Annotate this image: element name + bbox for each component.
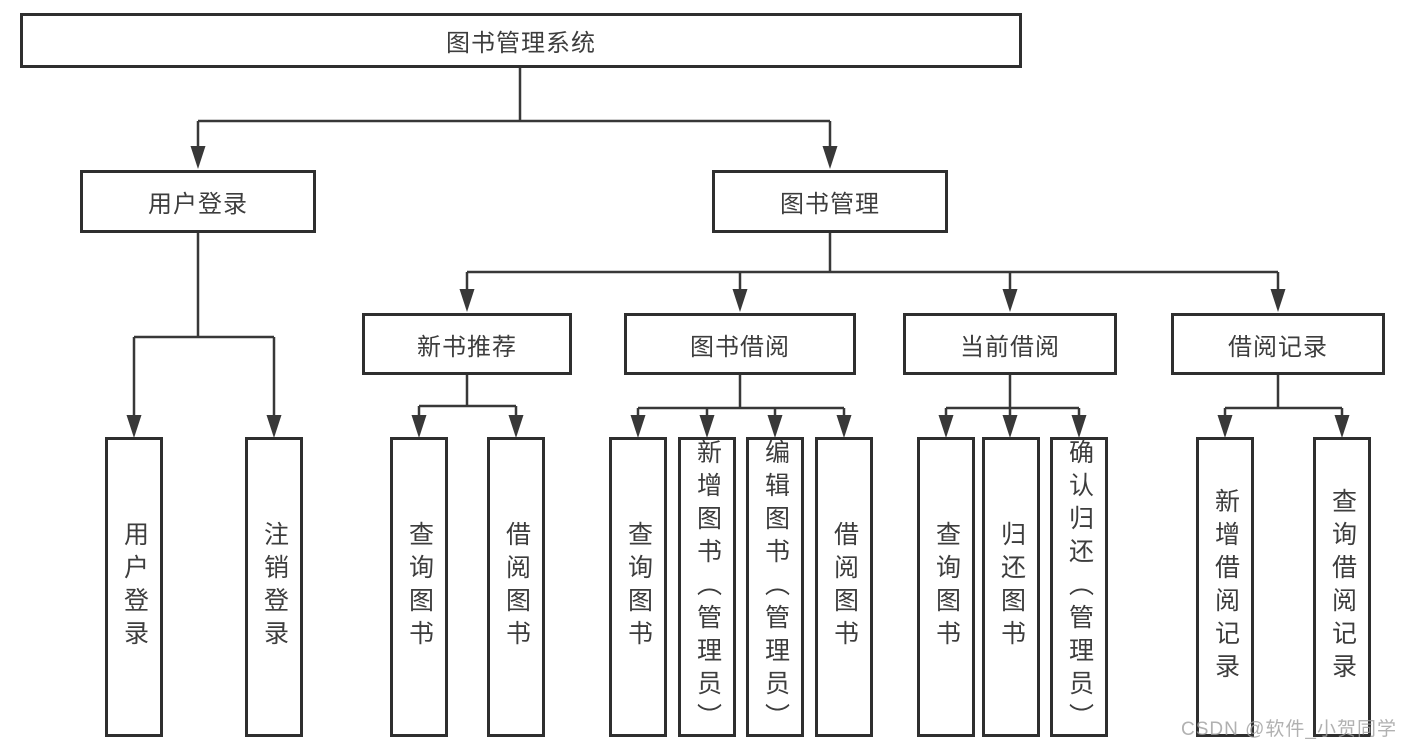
node-book-borrowing: 图书借阅: [624, 313, 856, 375]
leaf-logout: 注销登录: [245, 437, 303, 737]
node-borrowing-records: 借阅记录: [1171, 313, 1385, 375]
node-new-book-recommend: 新书推荐: [362, 313, 572, 375]
leaf-confirm-return-admin: 确认归还（管理员）: [1050, 437, 1108, 737]
leaf-borrow-books: 借阅图书: [815, 437, 873, 737]
connector-book-mgmt-to-level3: [459, 233, 1286, 312]
node-label: 借阅记录: [1228, 333, 1328, 361]
node-label: 查询图书: [624, 521, 653, 653]
connector-book-borrow-to-leaves: [630, 375, 852, 438]
node-label: 确认归还（管理员）: [1065, 438, 1094, 736]
node-label: 当前借阅: [960, 333, 1060, 361]
connector-current-borrow-to-leaves: [938, 375, 1087, 438]
leaf-add-borrow-record: 新增借阅记录: [1196, 437, 1254, 737]
leaf-return-books: 归还图书: [982, 437, 1040, 737]
node-label: 注销登录: [260, 521, 289, 653]
leaf-borrow-books-recommend: 借阅图书: [487, 437, 545, 737]
connector-root-to-level2: [190, 68, 838, 169]
node-user-login: 用户登录: [80, 170, 316, 233]
node-label: 新增图书（管理员）: [693, 438, 722, 736]
node-current-borrowing: 当前借阅: [903, 313, 1117, 375]
leaf-query-borrow-record: 查询借阅记录: [1313, 437, 1371, 737]
node-label: 查询图书: [932, 521, 961, 653]
leaf-user-login: 用户登录: [105, 437, 163, 737]
node-label: 借阅图书: [502, 521, 531, 653]
node-label: 用户登录: [148, 191, 248, 218]
node-library-system: 图书管理系统: [20, 13, 1022, 68]
node-label: 归还图书: [997, 521, 1026, 653]
leaf-query-books-borrow: 查询图书: [609, 437, 667, 737]
connector-new-book-rec-to-leaves: [411, 375, 524, 438]
node-label: 查询借阅记录: [1328, 488, 1357, 686]
connector-borrow-records-to-leaves: [1217, 375, 1350, 438]
leaf-query-books-current: 查询图书: [917, 437, 975, 737]
node-label: 图书管理: [780, 191, 880, 218]
node-label: 编辑图书（管理员）: [761, 438, 790, 736]
leaf-query-books-recommend: 查询图书: [390, 437, 448, 737]
node-book-management: 图书管理: [712, 170, 948, 233]
leaf-add-books-admin: 新增图书（管理员）: [678, 437, 736, 737]
node-label: 查询图书: [405, 521, 434, 653]
node-label: 图书借阅: [690, 333, 790, 361]
node-label: 新增借阅记录: [1211, 488, 1240, 686]
node-label: 用户登录: [120, 521, 149, 653]
node-label: 借阅图书: [830, 521, 859, 653]
node-label: 新书推荐: [417, 333, 517, 361]
csdn-watermark: CSDN @软件_小贺同学: [1181, 719, 1397, 740]
connector-user-login-to-leaves: [126, 233, 282, 438]
node-label: 图书管理系统: [446, 30, 596, 57]
leaf-edit-books-admin: 编辑图书（管理员）: [746, 437, 804, 737]
